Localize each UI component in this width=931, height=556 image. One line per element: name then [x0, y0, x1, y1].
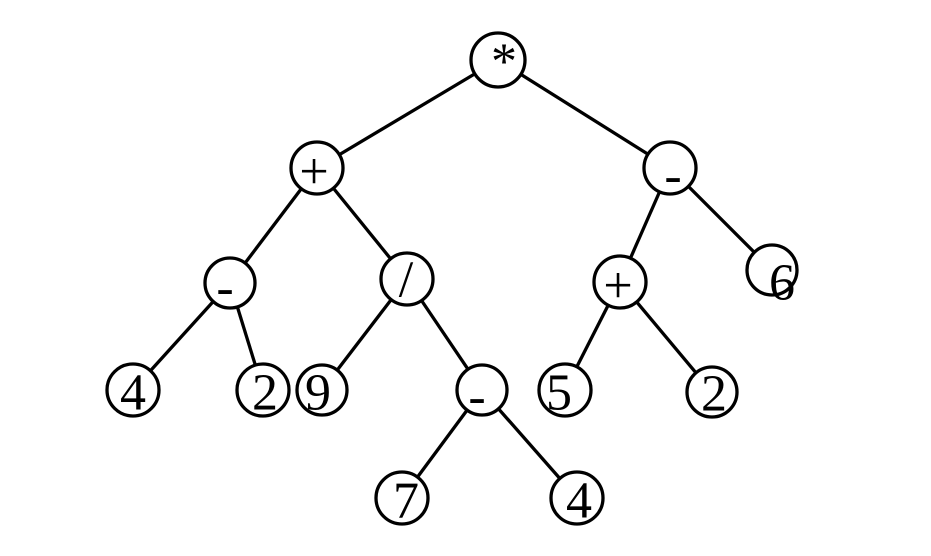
node-circle	[685, 365, 739, 419]
tree-node-plus-left: +	[289, 140, 345, 201]
tree-node-leaf-6: 6	[745, 243, 799, 312]
node-circle	[295, 363, 349, 417]
node-label: +	[299, 144, 328, 201]
node-label: 4	[566, 473, 592, 530]
node-circle	[592, 254, 648, 310]
node-circle	[455, 363, 509, 417]
node-label: 7	[393, 473, 419, 530]
tree-node-leaf-5: 5	[537, 362, 593, 422]
node-label: 5	[546, 365, 572, 422]
tree-node-leaf-4-left: 4	[105, 362, 161, 422]
tree-node-leaf-9: 9	[295, 363, 349, 422]
tree-edge-mul-root--minus-right	[497, 58, 671, 170]
tree-node-leaf-7: 7	[374, 470, 430, 530]
node-circle	[549, 470, 605, 526]
node-label: /	[399, 252, 414, 309]
tree-node-plus-right: +	[592, 254, 648, 315]
tree-edge-mul-root--plus-left	[316, 58, 499, 170]
node-label: 6	[769, 255, 795, 312]
node-circle	[235, 362, 291, 418]
node-label: -	[664, 148, 681, 205]
node-label: -	[468, 369, 485, 426]
node-circle	[642, 140, 698, 196]
node-circle	[203, 256, 257, 310]
node-label: 2	[701, 366, 727, 423]
node-circle	[469, 31, 527, 89]
node-label: *	[491, 34, 517, 91]
tree-node-minus-bottom: -	[455, 363, 509, 426]
node-circle	[537, 362, 593, 418]
node-circle	[289, 140, 345, 196]
node-label: 4	[120, 365, 146, 422]
node-circle	[374, 470, 430, 526]
tree-node-minus-left: -	[203, 256, 257, 317]
tree-node-leaf-4-bottom: 4	[549, 470, 605, 530]
tree-node-minus-right: -	[642, 140, 698, 205]
node-circle	[379, 251, 435, 307]
tree-node-mul-root: *	[469, 31, 527, 91]
node-label: +	[603, 258, 632, 315]
node-label: -	[216, 260, 233, 317]
tree-node-leaf-2-left: 2	[235, 362, 291, 422]
node-circle	[105, 362, 161, 418]
tree-node-div: /	[379, 251, 435, 309]
tree-node-leaf-2-right: 2	[685, 365, 739, 423]
node-label: 2	[252, 365, 278, 422]
node-circle	[745, 243, 799, 297]
node-label: 9	[305, 365, 331, 422]
